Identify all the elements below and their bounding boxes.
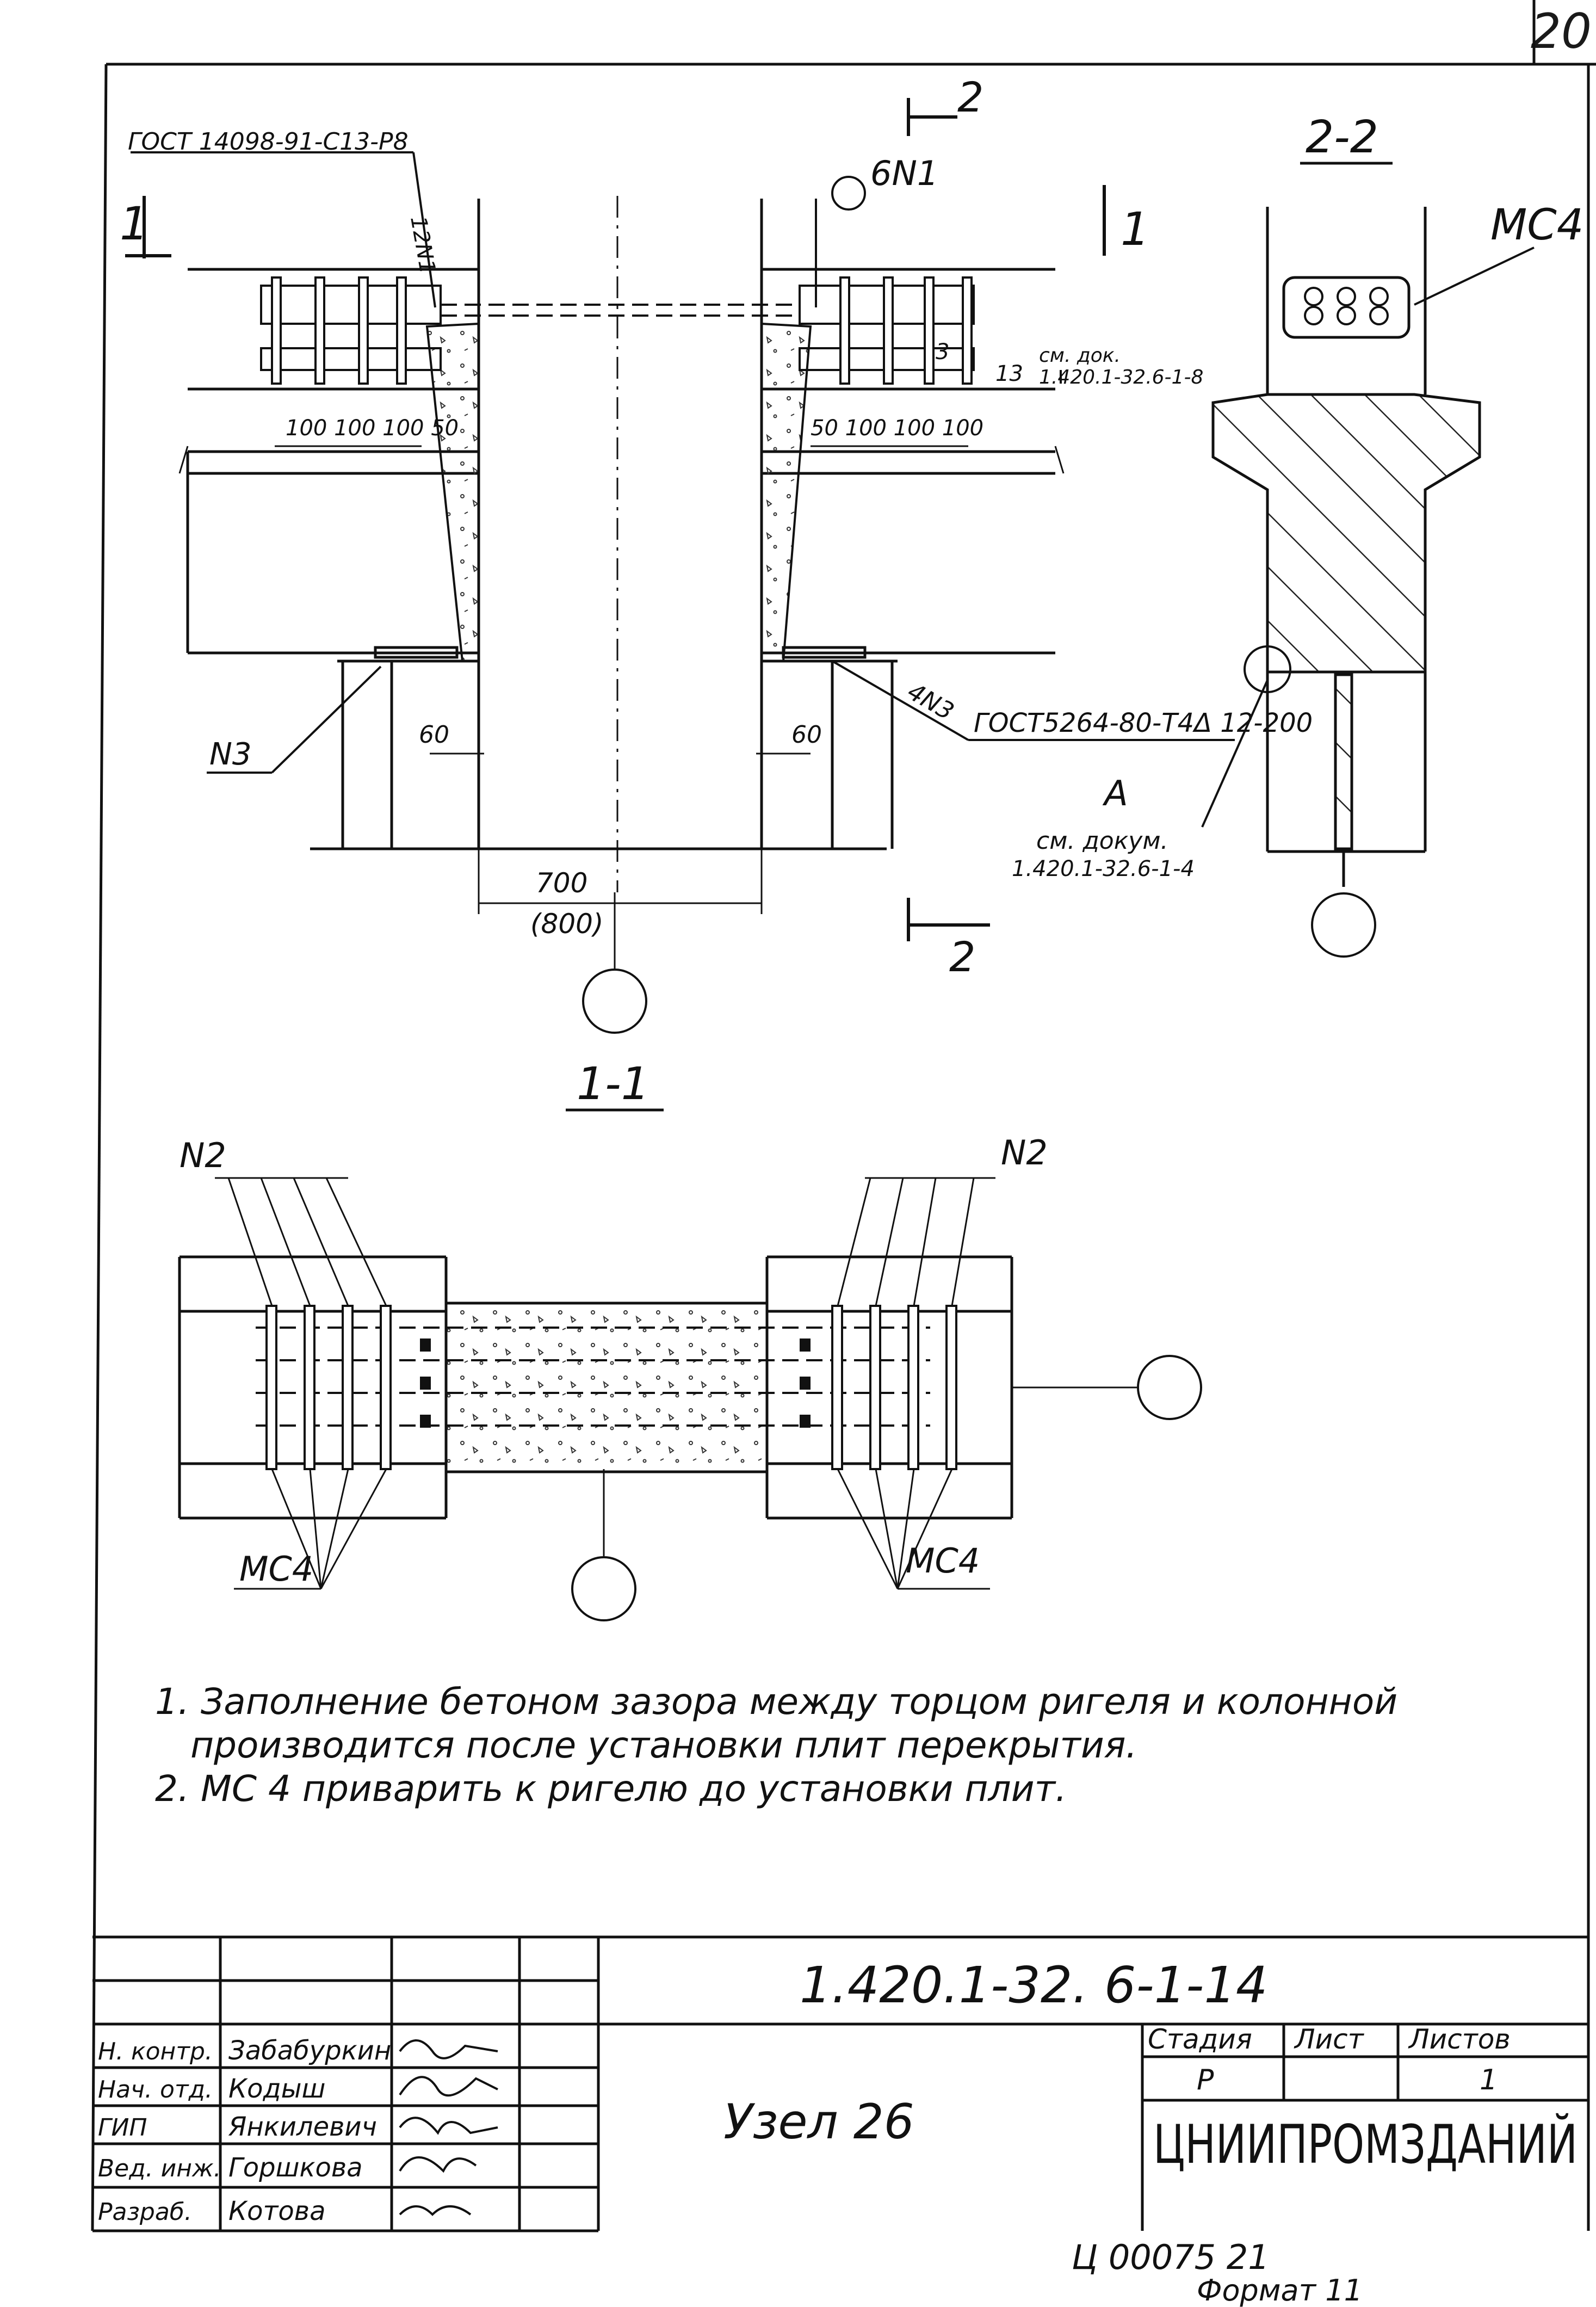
section-markers	[125, 98, 1106, 941]
section-1-1-view: 1-1	[178, 1058, 1202, 1621]
section-11-title: 1-1	[577, 1058, 649, 1110]
axis-bubble-elevation	[582, 969, 647, 1034]
axis-bubble-plan-right	[1137, 1355, 1202, 1420]
ref-b-1: см. док.	[1039, 344, 1121, 367]
staff-name-2: Кодыш	[228, 2074, 325, 2104]
staff-role-1: Н. контр.	[98, 2038, 213, 2065]
grout-fill-right	[760, 322, 812, 662]
dimension-lines	[275, 445, 968, 914]
callout-mc4-top: МС4	[1490, 201, 1583, 250]
beam-right	[762, 268, 1065, 655]
dim-right-spacing: 50 100 100 100	[811, 416, 983, 441]
callout-12n1: 12N1	[405, 214, 440, 276]
callout-mc4-right: МС4	[906, 1541, 980, 1581]
dim-left-spacing: 100 100 100 50	[286, 416, 459, 441]
staff-name-4: Горшкова	[228, 2152, 363, 2183]
callout-n2-right: N2	[1001, 1133, 1048, 1173]
column-section	[1266, 207, 1427, 887]
sheets-header: Листов	[1408, 2024, 1511, 2055]
note-line-3: 2. МС 4 приварить к ригелю до установки …	[155, 1768, 1067, 1810]
staff-role-2: Нач. отд.	[98, 2076, 213, 2104]
org-name: ЦНИИПРОМЗДАНИЙ	[1153, 2113, 1578, 2176]
stage-header: Стадия	[1148, 2024, 1252, 2055]
axis-bubble-section-22	[1311, 892, 1376, 958]
note-line-1: 1. Заполнение бетоном зазора между торцо…	[155, 1681, 1397, 1723]
section-22-title: 2-2	[1306, 112, 1378, 163]
page-number: 20	[1531, 3, 1592, 59]
plan-stirrups	[265, 1305, 957, 1470]
callout-n3: N3	[209, 737, 252, 772]
dim-width: 700	[536, 867, 587, 899]
dim-gap-left: 60	[419, 721, 449, 749]
stage-value: Р	[1197, 2064, 1214, 2096]
dim-gap-right: 60	[791, 721, 822, 749]
doc-code: 1.420.1-32. 6-1-14	[800, 1956, 1267, 2014]
dim-width-alt: (800)	[530, 908, 603, 940]
plan-rebar	[256, 1327, 930, 1427]
cut1-left: 1	[120, 197, 149, 250]
callout-node-a: А	[1102, 774, 1128, 814]
callout-mark-13: 13	[995, 361, 1023, 386]
general-notes: 1. Заполнение бетоном зазора между торцо…	[155, 1681, 1397, 1810]
elevation-view: 100 100 100 50 50 100 100 100 60 60 700 …	[120, 73, 1313, 1034]
sheets-value: 1	[1480, 2064, 1498, 2096]
inventory-number: Ц 00075 21	[1072, 2237, 1270, 2277]
cut2-bottom: 2	[949, 933, 975, 981]
sheet-header: Лист	[1294, 2024, 1365, 2055]
callout-6n1: 6N1	[870, 153, 938, 193]
title-block: 1.420.1-32. 6-1-14 Узел 26 ЦНИИПРОМЗДАНИ…	[92, 1935, 1588, 2232]
ref-b-2: 1.420.1-32.6-1-8	[1039, 366, 1203, 388]
callout-gost-n3: ГОСТ5264-80-Т4Δ 12-200	[974, 708, 1313, 738]
cut1-top: 1	[1121, 202, 1149, 256]
lower-column	[310, 646, 898, 850]
callout-n2-left: N2	[180, 1136, 226, 1175]
plan-leaders	[215, 1177, 1137, 1590]
callout-mark-3: 3	[936, 340, 949, 365]
detail-marker-6n1	[831, 176, 866, 211]
staff-name-1: Забабуркин	[228, 2035, 391, 2066]
ref-a-1: см. докум.	[1036, 827, 1168, 855]
rebar-stirrups	[271, 276, 973, 385]
staff-role-4: Вед. инж.	[98, 2155, 221, 2182]
staff-role-3: ГИП	[98, 2114, 147, 2142]
beam-section-hatched	[1211, 393, 1481, 674]
rebar-section-dots	[1304, 287, 1389, 325]
format-label: Формат 11	[1197, 2273, 1363, 2307]
grout-fill-left	[425, 322, 480, 662]
plan-embedded-plates	[420, 1338, 811, 1428]
callout-leaders	[131, 151, 1269, 828]
staff-name-3: Янкилевич	[228, 2112, 377, 2142]
callout-gost-weld: ГОСТ 14098-91-С13-Р8	[128, 128, 409, 156]
drawing-frame	[91, 0, 1596, 2231]
node-title: Узел 26	[723, 2094, 914, 2150]
detail-marker-a	[1244, 645, 1291, 693]
staff-name-5: Котова	[228, 2196, 325, 2226]
callout-mc4-left: МС4	[239, 1549, 313, 1589]
staff-role-5: Разраб.	[98, 2198, 192, 2226]
section-2-2-view: 2-2 МС4	[1211, 112, 1583, 958]
ref-a-2: 1.420.1-32.6-1-4	[1012, 856, 1195, 881]
note-line-2: производится после установки плит перекр…	[190, 1724, 1137, 1766]
cut2-top: 2	[957, 73, 983, 121]
plan-grout-fill	[444, 1301, 769, 1473]
column-outline	[477, 196, 763, 892]
signatures	[399, 2039, 498, 2216]
rebar-group	[260, 285, 975, 371]
axis-bubble-plan-bottom	[571, 1556, 636, 1621]
